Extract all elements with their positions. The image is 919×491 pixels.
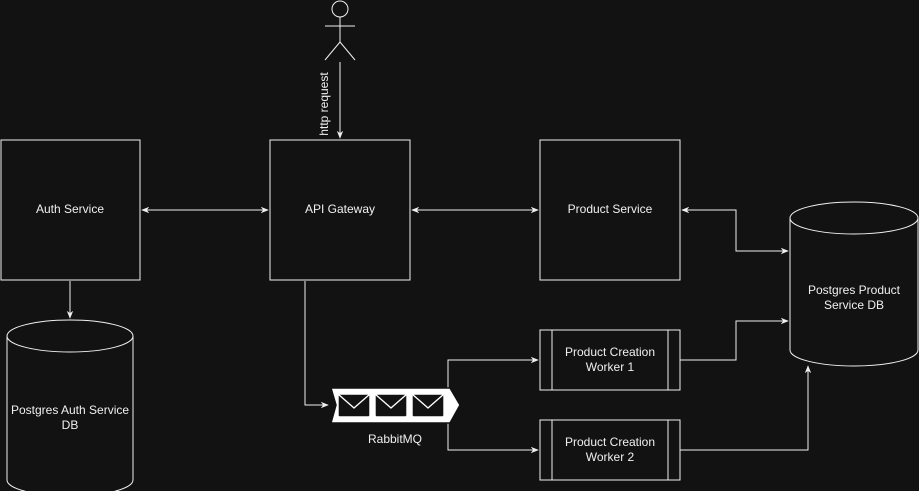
- worker-2-label-line-2: Worker 2: [586, 450, 635, 464]
- worker-1-node[interactable]: Product Creation Worker 1: [539, 329, 681, 391]
- edge-label-http-request: http request: [317, 72, 331, 136]
- edges: http request: [66, 62, 812, 454]
- product-db-label-line-1: Postgres Product: [808, 283, 901, 297]
- envelope-icon: [411, 393, 445, 418]
- edge-queue-to-worker2: [447, 420, 539, 454]
- rabbitmq-label: RabbitMQ: [368, 432, 422, 446]
- auth-service-node[interactable]: Auth Service: [0, 139, 141, 281]
- edge-product-db: [681, 206, 789, 255]
- envelope-icon: [337, 393, 371, 418]
- product-db-label-line-2: Service DB: [824, 298, 884, 312]
- product-service-node[interactable]: Product Service: [539, 139, 681, 281]
- api-gateway-label: API Gateway: [305, 202, 375, 216]
- worker-2-label-line-1: Product Creation: [565, 435, 655, 449]
- edge-gateway-to-queue: [304, 281, 329, 409]
- api-gateway-node[interactable]: API Gateway: [269, 139, 411, 281]
- worker-1-label-line-2: Worker 1: [586, 360, 635, 374]
- auth-db-label-line-1: Postgres Auth Service: [11, 403, 129, 417]
- envelope-icon: [374, 393, 408, 418]
- rabbitmq-node[interactable]: RabbitMQ: [329, 387, 461, 446]
- product-service-label: Product Service: [568, 202, 653, 216]
- product-db-node[interactable]: Postgres Product Service DB: [789, 201, 919, 367]
- auth-service-label: Auth Service: [36, 202, 104, 216]
- edge-worker1-to-productdb: [680, 317, 789, 361]
- user-actor-icon: [324, 0, 356, 61]
- edge-queue-to-worker1: [447, 356, 539, 392]
- worker-2-node[interactable]: Product Creation Worker 2: [539, 419, 681, 481]
- worker-1-label-line-1: Product Creation: [565, 345, 655, 359]
- edge-worker2-to-productdb: [680, 365, 812, 451]
- auth-db-node[interactable]: Postgres Auth Service DB: [6, 319, 134, 491]
- auth-db-label-line-2: DB: [62, 418, 79, 432]
